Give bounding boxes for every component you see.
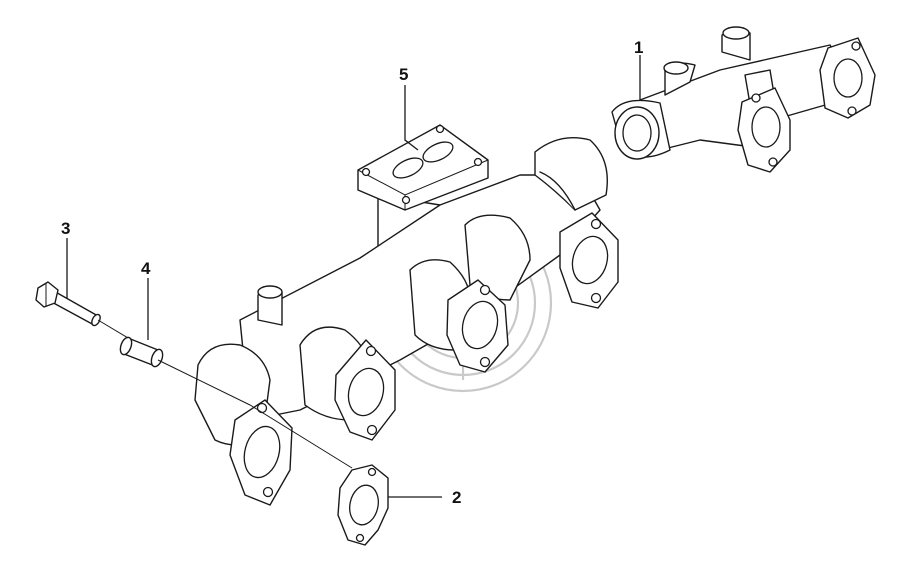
callout-1: 1 <box>634 38 643 57</box>
part-3-bolt <box>35 281 101 327</box>
callout-2: 2 <box>452 488 461 507</box>
callout-4: 4 <box>141 259 151 278</box>
part-2-gasket <box>337 464 389 546</box>
part-4-spacer-sleeve <box>119 336 164 368</box>
leader-line-5 <box>404 85 419 151</box>
assembly-axis-line <box>97 319 353 469</box>
callout-5: 5 <box>399 65 408 84</box>
main-exhaust-manifold <box>194 137 619 506</box>
part-1-manifold-section <box>611 26 876 173</box>
callout-3: 3 <box>61 219 70 238</box>
